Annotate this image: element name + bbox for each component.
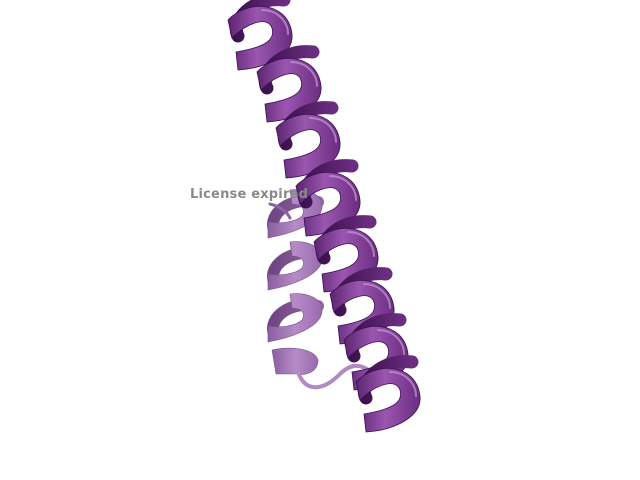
front-helix-highlight [389,371,417,397]
front-helix-highlight [290,61,318,87]
front-helix-turn [275,114,341,179]
back-helix-end [271,347,319,375]
front-helix-highlight [261,9,289,35]
front-helix-highlight [329,175,357,201]
front-helix-highlight [363,283,391,309]
front-helix [227,0,421,433]
front-helix-turn [227,6,293,71]
back-helix-turn [267,293,323,343]
front-helix-highlight [377,329,405,355]
front-helix-turn [355,368,421,433]
front-helix-highlight [309,117,337,143]
back-helix-terminus [268,202,292,220]
front-helix-highlight [347,231,375,257]
back-helix-turn [267,241,323,291]
